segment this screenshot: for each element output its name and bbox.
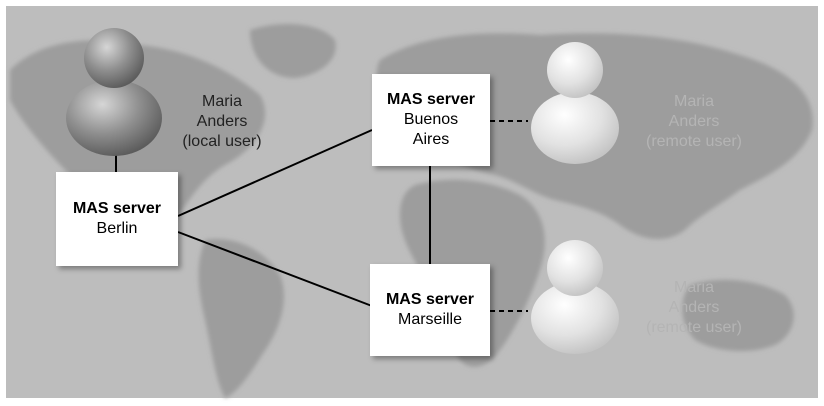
server-location: Berlin [96,220,138,237]
continent-south-america [198,239,284,398]
server-buenos-aires: MAS server Buenos Aires [372,74,490,166]
continent-australia [682,279,794,352]
server-marseille: MAS server Marseille [370,264,490,356]
user-name-first: Maria [673,93,714,110]
user-name-first: Maria [673,279,714,296]
remote-user-label-bottom: Maria Anders (remote user) [634,278,754,338]
user-role: (remote user) [645,319,743,336]
user-name-last: Anders [668,113,720,130]
remote-user-avatar-top [531,42,619,164]
user-role: (local user) [182,133,262,150]
server-title: MAS server [386,91,476,108]
link-berlin-buenos-aires [177,129,373,217]
server-location: Marseille [397,311,462,328]
local-user-label: Maria Anders (local user) [172,92,272,152]
server-title: MAS server [72,200,162,217]
server-title: MAS server [385,291,475,308]
user-name-first: Maria [201,93,242,110]
server-berlin: MAS server Berlin [56,172,178,266]
user-name-last: Anders [668,299,720,316]
local-user-avatar [66,28,162,156]
link-berlin-marseille [177,231,373,307]
remote-user-avatar-bottom [531,240,619,354]
remote-user-label-top: Maria Anders (remote user) [634,92,754,152]
continent-greenland [250,24,336,78]
server-location: Buenos Aires [403,111,459,148]
user-name-last: Anders [196,113,248,130]
connections [115,120,528,312]
user-role: (remote user) [645,133,743,150]
